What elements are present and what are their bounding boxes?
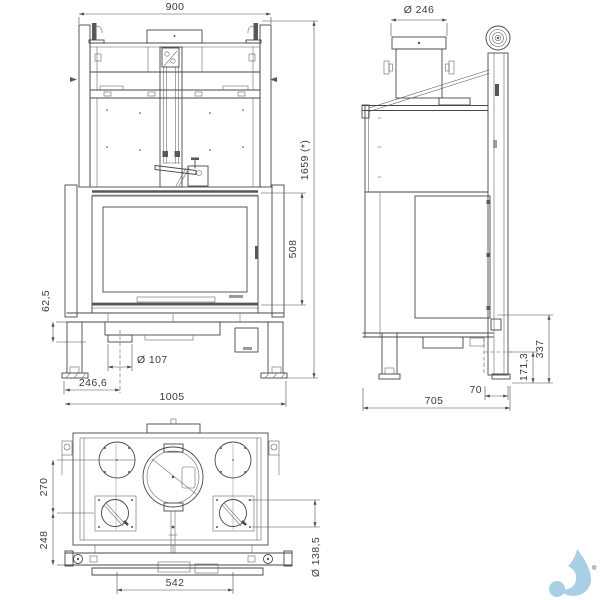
flame-logo-dot	[549, 581, 565, 597]
dim-front-width-top: 900	[166, 1, 185, 13]
pulley-wheel-icon	[485, 25, 511, 51]
dim-side-leg-height: 171,3	[518, 353, 530, 381]
registered-mark: ®	[592, 565, 597, 572]
pulley-right-icon	[245, 23, 262, 44]
dim-side-underside-height: 337	[534, 340, 546, 359]
pulley-left-icon	[88, 23, 105, 44]
dim-front-glass-height: 508	[287, 240, 299, 259]
flue-spigot	[142, 443, 204, 512]
air-inlet-right	[212, 495, 255, 532]
dim-front-base-width: 1005	[160, 391, 185, 403]
base-frame	[61, 312, 288, 393]
plan-view-drawing	[61, 418, 293, 576]
bottom-rail	[64, 544, 293, 576]
plan-view-dimensions: 270 248 Ø 138,5 542	[38, 459, 322, 594]
flame-logo-icon	[560, 549, 591, 596]
dim-front-outlet-dia: Ø 107	[137, 354, 168, 366]
firebox-door	[91, 190, 259, 314]
air-inlet-left	[94, 495, 137, 532]
dim-side-depth: 705	[425, 395, 444, 407]
dim-plan-inlet-spacing: 542	[166, 577, 185, 589]
dim-plan-rear-row-spacing: 248	[38, 531, 50, 550]
dim-front-base-gap: 62,5	[40, 290, 52, 312]
side-view-drawing	[361, 25, 512, 380]
front-view-drawing	[61, 23, 288, 393]
dim-front-overall-height: 1659 (*)	[299, 140, 311, 181]
dim-plan-inlet-dia: Ø 138,5	[310, 537, 322, 577]
dim-plan-port-row-spacing: 270	[38, 478, 50, 497]
dim-side-rear-foot-offset: 70	[470, 384, 482, 396]
front-view-dimensions: 900 1659 (*) 508 62,5 Ø 107 246,6 1005	[40, 1, 318, 407]
guide-column	[485, 25, 511, 376]
lift-lever	[154, 157, 209, 187]
dim-side-flue-dia: Ø 246	[404, 4, 435, 16]
brand-logo: ®	[549, 549, 597, 597]
dim-front-outlet-offset: 246,6	[79, 377, 107, 389]
counterweight-column	[159, 46, 183, 188]
side-view-dimensions: Ø 246 337 171,3 70 705	[362, 4, 553, 411]
